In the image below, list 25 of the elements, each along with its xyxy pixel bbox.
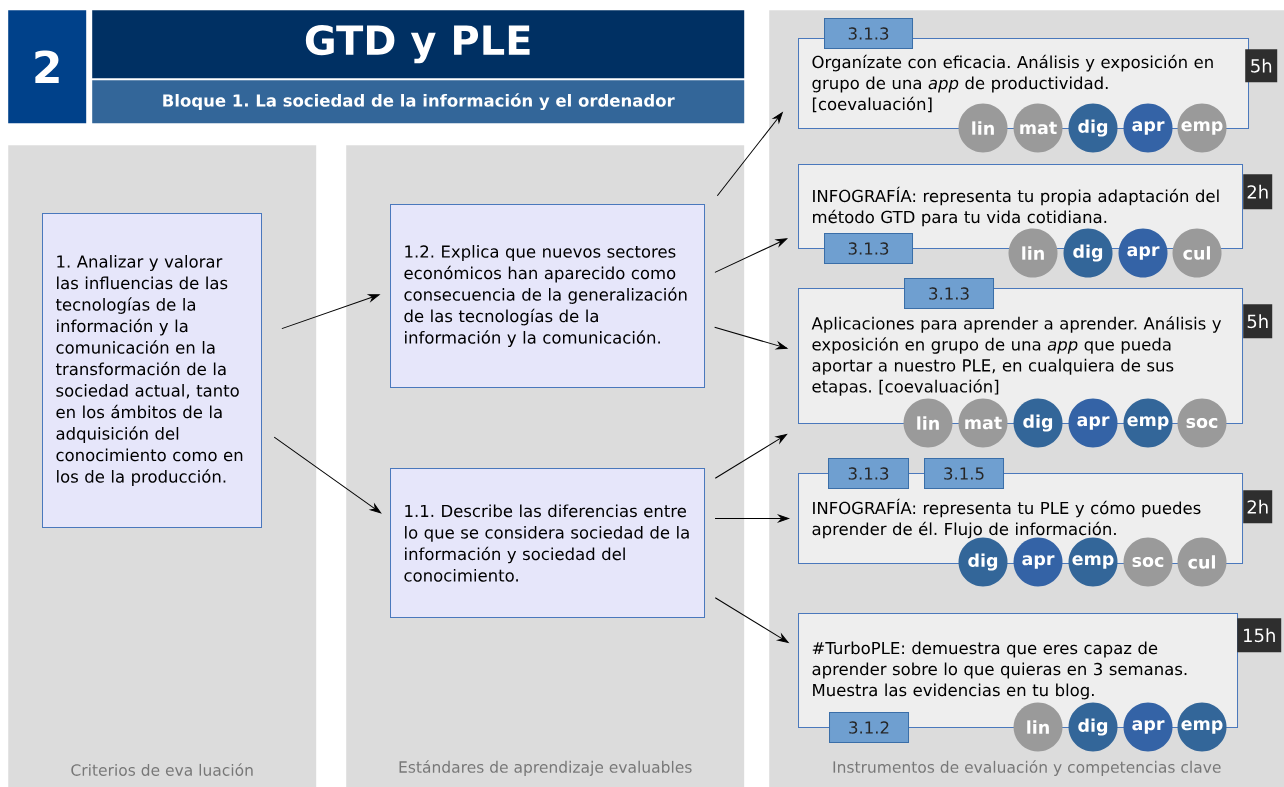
code-tag: 3.1.3 [828, 458, 909, 489]
arrow [716, 112, 783, 197]
arrow [714, 238, 788, 273]
title-banner: GTD y PLE [92, 10, 745, 79]
hours-badge: 2h [1243, 174, 1273, 210]
code-tag: 3.1.3 [824, 18, 913, 49]
arrow [714, 434, 787, 479]
subtitle-banner: Bloque 1. La sociedad de la información y el ordenador [92, 80, 745, 124]
hours-badge: 5h [1245, 49, 1278, 83]
arrow [273, 436, 382, 514]
arrow [714, 597, 789, 643]
standard-box: 1.1. Describe las diferencias entre lo que se considera sociedad de la información y sociedad del conocimiento. [390, 468, 705, 618]
code-tag: 3.1.5 [924, 458, 1004, 489]
code-tag: 3.1.2 [829, 712, 909, 743]
code-tag: 3.1.3 [904, 278, 994, 309]
arrow [714, 514, 789, 523]
hours-badge: 2h [1243, 490, 1273, 524]
hours-badge: 5h [1243, 304, 1273, 339]
criterion-box: 1. Analizar y valorar las influencias de las tecnologías de la información y la comunicación en la transformación de la sociedad actual, tanto en los ámbitos de la adquisición del conocimiento como en los de la producción. [42, 213, 262, 528]
hours-badge: 15h [1237, 618, 1282, 653]
standard-box: 1.2. Explica que nuevos sectores económicos han aparecido como consecuencia de la generalización de las tecnologías de la información y la comunicación. [390, 204, 705, 388]
code-tag: 3.1.3 [824, 233, 913, 264]
number-badge: 2 [8, 10, 87, 124]
arrow [281, 294, 380, 330]
arrow [714, 326, 788, 350]
